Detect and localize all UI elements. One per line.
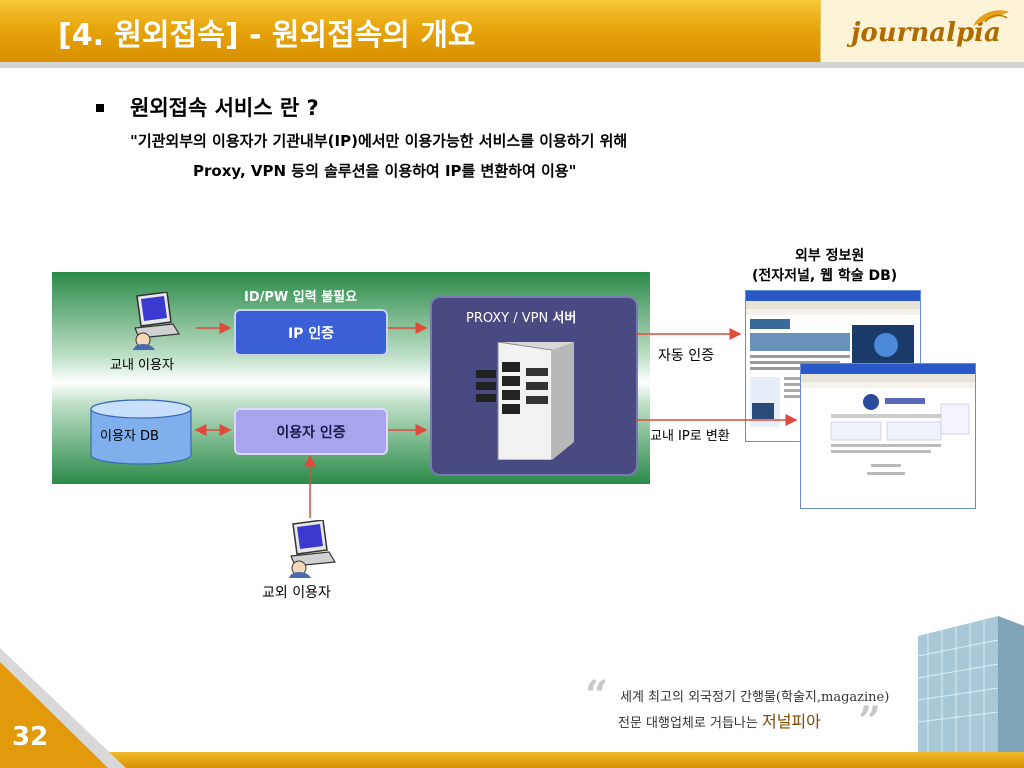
external-source-subtitle: (전자저널, 웹 학술 DB) [752, 268, 898, 284]
ip-auth-box: IP 인증 [234, 309, 388, 356]
slide-title: [4. 원외접속] - 원외접속의 개요 [58, 18, 476, 53]
user-auth-label: 이용자 인증 [276, 424, 346, 441]
inner-user-computer-icon [133, 292, 181, 350]
slogan-line-2: 전문 대행업체로 거듭나는 저널피아 [618, 708, 821, 732]
webdb-screenshot [800, 363, 976, 509]
external-source-title: 외부 정보원 [795, 248, 865, 264]
user-auth-box: 이용자 인증 [234, 408, 388, 455]
leaf-logo-icon [973, 10, 1009, 26]
bullet-marker [96, 104, 104, 112]
browser-window-icon [746, 291, 920, 427]
header-divider [0, 62, 1024, 68]
inner-user-label: 교내 이용자 [110, 358, 174, 373]
corner-decoration [0, 648, 126, 768]
outer-user-label: 교외 이용자 [262, 585, 331, 601]
idpw-note: ID/PW 입력 불필요 [244, 290, 358, 305]
ip-convert-label: 교내 IP로 변환 [650, 429, 730, 444]
database-icon [90, 399, 192, 465]
footer-bar [0, 752, 1024, 768]
logo-area: journalpia [820, 0, 1024, 62]
slogan-line-1: 세계 최고의 외국정기 간행물(학술지,magazine) [620, 690, 890, 705]
slogan-brand: 저널피아 [761, 712, 821, 731]
quote-close-icon: ” [858, 698, 882, 745]
server-label-suffix: 서버 [552, 311, 577, 326]
definition-line-1: "기관외부의 이용자가 기관내부(IP)에서만 이용가능한 서비스를 이용하기 … [130, 132, 628, 150]
definition-line-2: Proxy, VPN 등의 솔루션을 이용하여 IP를 변환하여 이용" [193, 162, 577, 180]
slogan-line-2-prefix: 전문 대행업체로 거듭나는 [618, 716, 762, 731]
server-tower-icon [476, 342, 574, 460]
auto-auth-label: 자동 인증 [658, 348, 714, 364]
page-number: 32 [12, 722, 49, 752]
question-heading: 원외접속 서비스 란 ? [130, 96, 319, 120]
server-label-prefix: PROXY / VPN [466, 311, 553, 326]
building-icon [918, 616, 1024, 752]
quote-open-icon: “ [585, 672, 609, 719]
title-bar: [4. 원외접속] - 원외접속의 개요 [0, 0, 820, 62]
browser-window-icon [801, 364, 975, 475]
server-label: PROXY / VPN 서버 [466, 307, 576, 326]
user-db-label: 이용자 DB [100, 429, 159, 444]
outer-user-computer-icon [289, 520, 337, 578]
ip-auth-label: IP 인증 [287, 325, 335, 342]
